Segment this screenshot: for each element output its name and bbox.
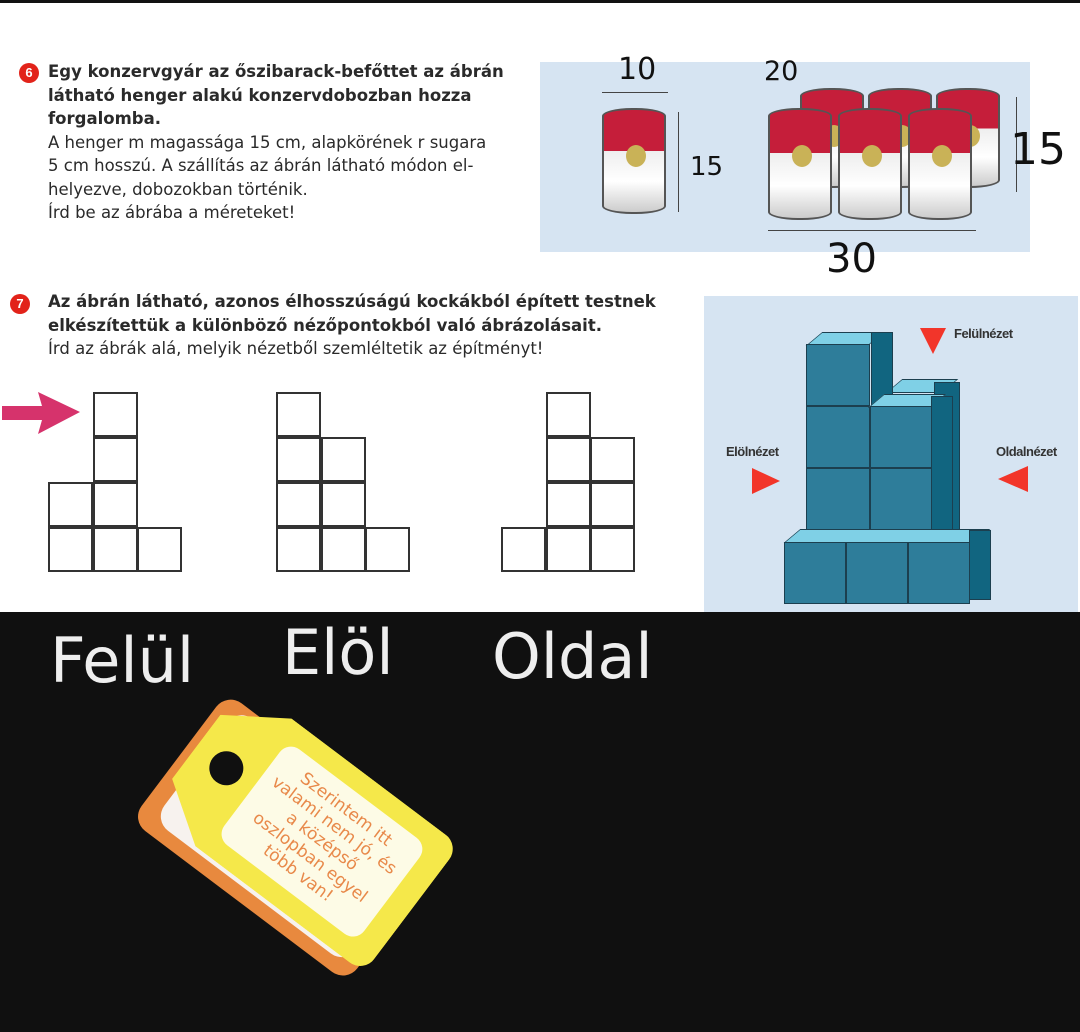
dimension-line (1016, 97, 1017, 192)
view-grid-cell (590, 527, 635, 572)
view-grid-cell (276, 527, 321, 572)
cube-side (931, 396, 953, 530)
view-grid-cell (92, 437, 138, 482)
task-number-badge: 7 (10, 294, 30, 314)
side-view-label: Oldalnézet (996, 444, 1057, 459)
front-view-label: Elölnézet (726, 444, 779, 459)
cube (908, 542, 970, 604)
view-grid-cell (545, 527, 591, 572)
cube (806, 468, 870, 530)
can (908, 108, 972, 220)
view-grid-cell (545, 392, 591, 437)
view-grid-cell (545, 437, 591, 482)
dim-can-width: 10 (618, 52, 657, 87)
side-view-arrow-icon (998, 466, 1028, 492)
cube-side (969, 530, 991, 600)
can (838, 108, 902, 220)
front-view-arrow-icon (752, 468, 780, 494)
task-body-line: Írd az ábrák alá, melyik nézetből szemlé… (48, 339, 544, 358)
cube (870, 468, 932, 530)
task-number-badge: 6 (19, 63, 39, 83)
view-grid-cell (545, 482, 591, 527)
task-body-line: Írd be az ábrába a méreteket! (48, 203, 296, 222)
task-body-line: A henger m magassága 15 cm, alapkörének … (48, 132, 487, 152)
cans-figure (540, 62, 1030, 252)
task-7-text: Az ábrán látható, azonos élhosszúságú ko… (48, 290, 698, 361)
dim-can-height: 15 (690, 152, 724, 182)
dim-box-length: 30 (826, 236, 877, 282)
dimension-line (768, 230, 976, 231)
view-grid-cell (92, 392, 138, 437)
cube-figure: Felülnézet Elölnézet Oldalnézet (704, 296, 1078, 612)
view-grid-cell (137, 527, 182, 572)
answer-label-side: Oldal (492, 620, 653, 693)
task-6-text: Egy konzervgyár az őszibarack-befőttet a… (48, 60, 528, 225)
pointer-arrow-icon (2, 392, 80, 434)
dim-box-height: 15 (1010, 124, 1066, 175)
view-grid-cell (320, 527, 366, 572)
task-title-line: elkészítettük a különböző nézőpontokból … (48, 315, 602, 335)
dimension-line (602, 92, 668, 93)
view-grid-cell (501, 527, 546, 572)
task-title-line: látható henger alakú konzervdobozban hoz… (48, 85, 472, 105)
view-grid-cell (48, 482, 93, 527)
view-grid-cell (590, 437, 635, 482)
view-grid-cell (276, 392, 321, 437)
top-view-label: Felülnézet (954, 326, 1013, 341)
task-body-line: helyezve, dobozokban történik. (48, 179, 308, 199)
task-title-line: Egy konzervgyár az őszibarack-befőttet a… (48, 62, 504, 81)
dim-box-depth: 20 (764, 56, 799, 87)
top-view-arrow-icon (920, 328, 946, 354)
view-grid-cell (276, 482, 321, 527)
cube (784, 542, 846, 604)
top-bar (0, 0, 1080, 3)
cube (846, 542, 908, 604)
answer-label-top: Felül (50, 624, 195, 697)
view-grid-cell (276, 437, 321, 482)
answer-label-front: Elöl (282, 616, 394, 689)
view-grid-cell (92, 482, 138, 527)
cube (806, 344, 870, 406)
cube-top (783, 529, 991, 543)
dimension-line (678, 112, 679, 212)
task-title-line: Az ábrán látható, azonos élhosszúságú ko… (48, 292, 656, 311)
view-grid-cell (320, 482, 366, 527)
cube (806, 406, 870, 468)
view-grid-cell (48, 527, 93, 572)
task-body-line: 5 cm hosszú. A szállítás az ábrán láthat… (48, 156, 474, 175)
task-title-line: forgalomba. (48, 109, 161, 128)
can (768, 108, 832, 220)
view-grid-cell (365, 527, 410, 572)
cube (870, 406, 932, 468)
single-can (602, 108, 666, 214)
view-grid-cell (590, 482, 635, 527)
view-grid-cell (92, 527, 138, 572)
view-grid-cell (320, 437, 366, 482)
